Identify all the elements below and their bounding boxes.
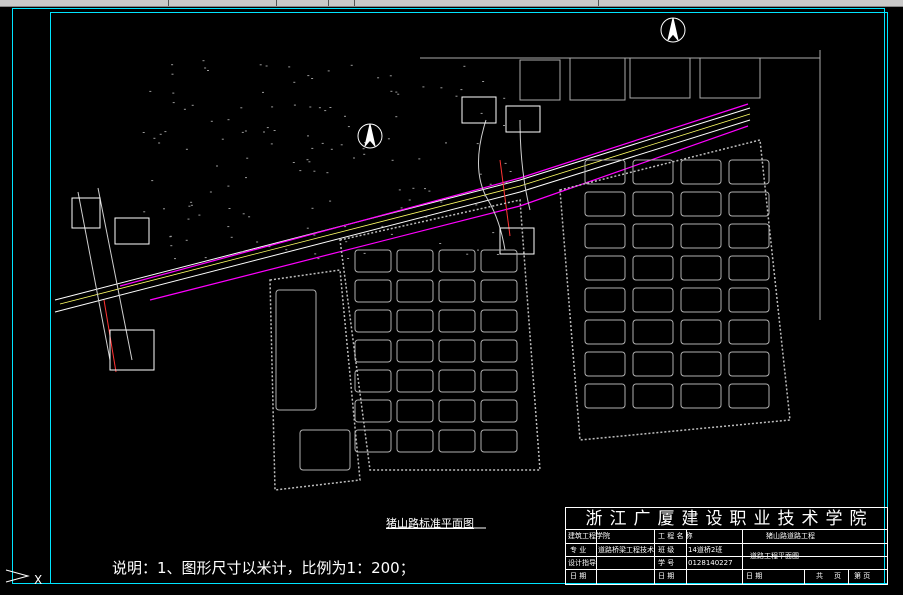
project-name-label: 工 程 名 称 <box>658 532 693 540</box>
date-label-3: 日 期 <box>746 572 763 580</box>
residential-boundary <box>269 139 791 491</box>
class-label: 班 级 <box>658 546 675 554</box>
page-label: 页 <box>834 572 841 580</box>
cross-road-left <box>77 187 133 373</box>
road-centerline <box>119 103 749 301</box>
north-arrow-icon <box>357 123 383 149</box>
date-label-2: 日 期 <box>658 572 675 580</box>
student-no-label: 学 号 <box>658 559 675 567</box>
drawing-border-inner <box>50 12 888 584</box>
student-no-value: 0128140227 <box>688 559 733 567</box>
building-blocks <box>275 159 770 471</box>
major-label: 专 业 <box>570 546 587 554</box>
class-value: 14道桥2班 <box>688 546 723 554</box>
total-label: 共 <box>816 572 823 580</box>
drawing-note: 说明：1、图形尺寸以米计，比例为1：200； <box>112 559 415 577</box>
cross-road-middle <box>478 119 531 251</box>
school-name: 浙江广厦建设职业技术学院 <box>566 508 887 530</box>
svg-text:X: X <box>34 573 42 587</box>
section-labels <box>71 96 541 371</box>
college-label: 建筑工程学院 <box>568 532 610 540</box>
date-label: 日 期 <box>570 572 587 580</box>
title-block: 浙江广厦建设职业技术学院 建筑工程学院 工 程 名 称 猪山路道路工程 专 业 … <box>565 507 888 585</box>
north-site <box>420 50 821 320</box>
drawing-name: 道路工程平面图 <box>750 552 799 560</box>
plan-title: 猪山路标准平面图 <box>386 517 474 530</box>
north-arrow-icon <box>660 17 686 43</box>
road-main <box>54 107 751 313</box>
sheet-label: 第 页 <box>854 572 871 580</box>
project-name-value: 猪山路道路工程 <box>766 532 815 540</box>
toolbar-strip <box>0 0 903 7</box>
ucs-icon: X <box>5 569 42 587</box>
survey-points <box>142 60 512 260</box>
major-value: 道路桥梁工程技术 <box>598 546 654 554</box>
designer-label: 设计指导 <box>568 559 596 567</box>
